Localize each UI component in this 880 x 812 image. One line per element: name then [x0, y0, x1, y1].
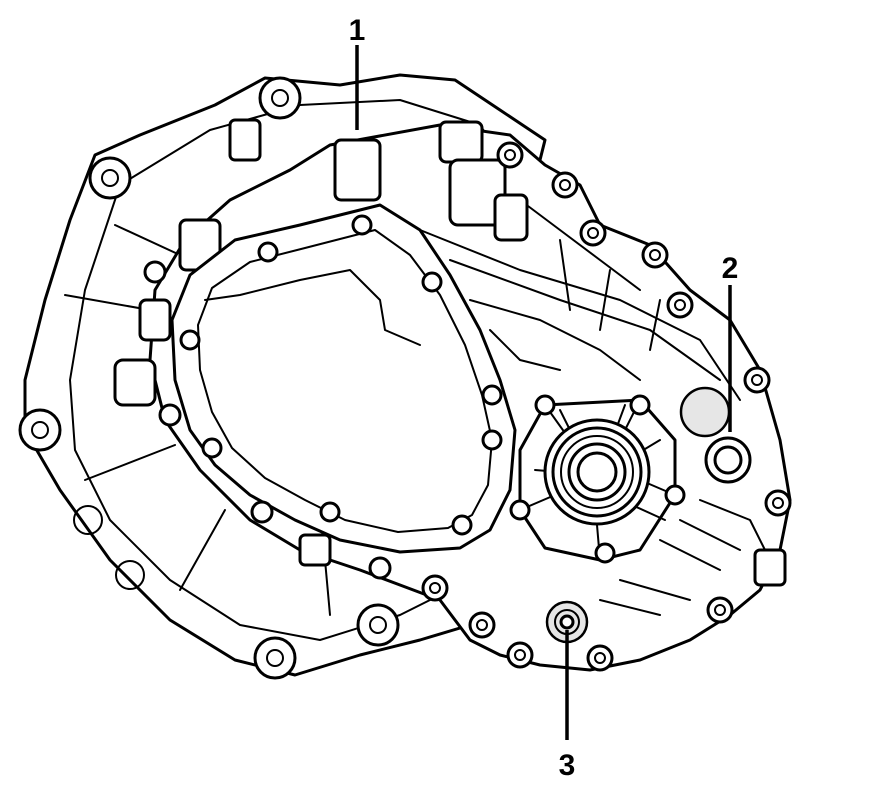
callout-3: 3 — [559, 630, 576, 782]
cover-bolt — [257, 241, 279, 263]
cover-bolt — [451, 514, 473, 536]
output-shaft-housing — [509, 394, 686, 564]
bolt-boss — [253, 636, 297, 680]
callout-label-2: 2 — [722, 252, 739, 285]
cover-bolt — [179, 329, 201, 351]
case-bolts — [368, 141, 792, 672]
callout-label-3: 3 — [559, 749, 576, 782]
cover-bolt — [201, 437, 223, 459]
cover-bolt — [481, 384, 503, 406]
bolt-boss — [18, 408, 62, 452]
side-cover — [143, 203, 517, 554]
cover-bolt — [481, 429, 503, 451]
cover-bolt — [351, 214, 373, 236]
bolt-boss — [88, 156, 132, 200]
cover-bolt — [319, 501, 341, 523]
bolt-boss — [356, 603, 400, 647]
cover-bolt — [421, 271, 443, 293]
callout-1: 1 — [349, 14, 366, 130]
bolt-boss — [258, 76, 302, 120]
plug-2 — [704, 436, 752, 484]
callout-label-1: 1 — [349, 14, 366, 47]
callout-2: 2 — [722, 252, 739, 432]
